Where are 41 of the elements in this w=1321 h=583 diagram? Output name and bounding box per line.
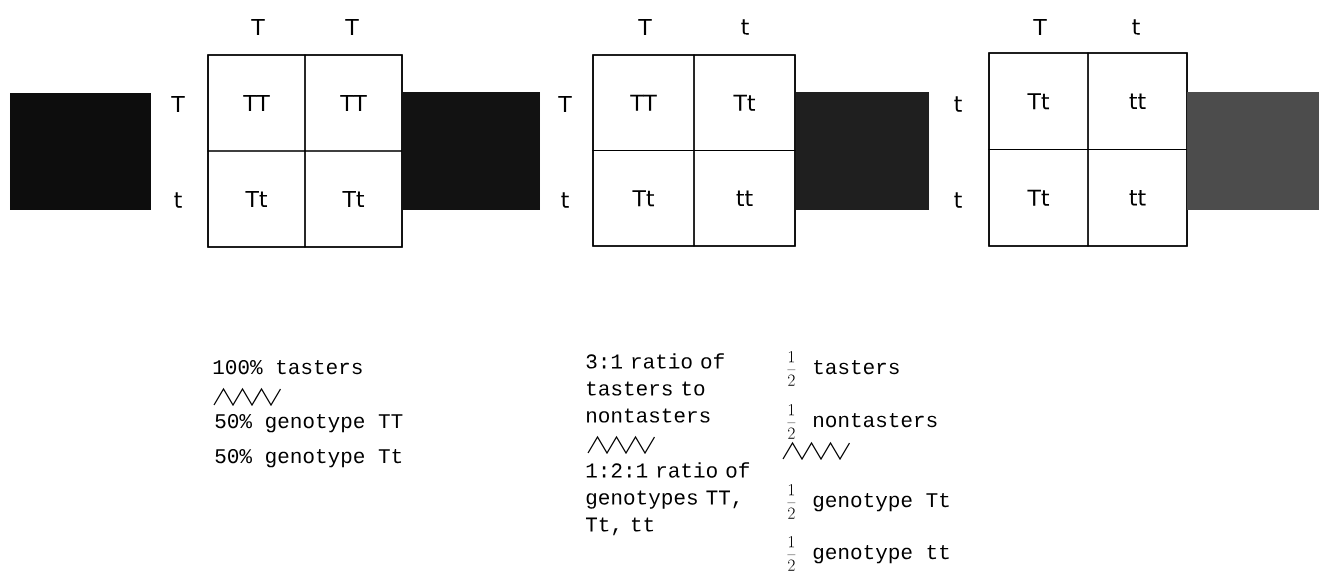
genotype-cell: tt — [1087, 148, 1188, 247]
genotype-cell: Tt — [693, 54, 796, 152]
fraction: $\frac{1}{2}$ — [787, 535, 796, 571]
allele-label: T — [345, 18, 359, 35]
result-text: 3:1 ratio of tasters to nontasters — [586, 353, 724, 423]
allele-label: t — [954, 192, 962, 208]
result-text: nontasters — [814, 413, 937, 428]
genotype-cell: Tt — [988, 148, 1089, 247]
result-text: 50% genotype Tt — [215, 448, 402, 468]
dark-block — [10, 93, 151, 210]
allele-label: T — [558, 95, 572, 112]
genotype-cell: TT — [207, 54, 306, 152]
result-text: 100% tasters — [213, 359, 362, 375]
allele-label: T — [1033, 18, 1047, 35]
genotype-cell: Tt — [207, 150, 306, 248]
genotype-cell: TT — [592, 54, 695, 152]
allele-label: T — [638, 18, 652, 35]
genotype-cell: Tt — [304, 150, 403, 248]
allele-label: t — [954, 96, 962, 112]
genotype-cell: Tt — [988, 52, 1089, 151]
allele-label: t — [741, 19, 749, 35]
allele-label: t — [174, 192, 182, 208]
allele-label: t — [561, 192, 569, 208]
allele-label: t — [1132, 19, 1140, 35]
result-text: genotype tt — [813, 545, 949, 564]
genotype-cell: tt — [1087, 52, 1188, 151]
dark-block — [402, 92, 540, 210]
allele-label: T — [171, 95, 185, 112]
genotype-cell: TT — [304, 54, 403, 152]
result-text: 50% genotype TT — [215, 413, 403, 433]
dark-block — [1187, 92, 1319, 210]
dark-block — [796, 92, 929, 210]
result-text: tasters — [814, 360, 899, 375]
result-text: 1:2:1 ratio of genotypes TT, Tt, tt — [586, 462, 750, 536]
fraction: $\frac{1}{2}$ — [787, 483, 796, 519]
fraction: $\frac{1}{2}$ — [787, 403, 796, 439]
genotype-cell: Tt — [592, 149, 695, 247]
allele-label: T — [251, 18, 265, 35]
fraction: $\frac{1}{2}$ — [787, 350, 796, 386]
genotype-cell: tt — [693, 149, 796, 247]
result-text: genotype Tt — [813, 493, 949, 512]
